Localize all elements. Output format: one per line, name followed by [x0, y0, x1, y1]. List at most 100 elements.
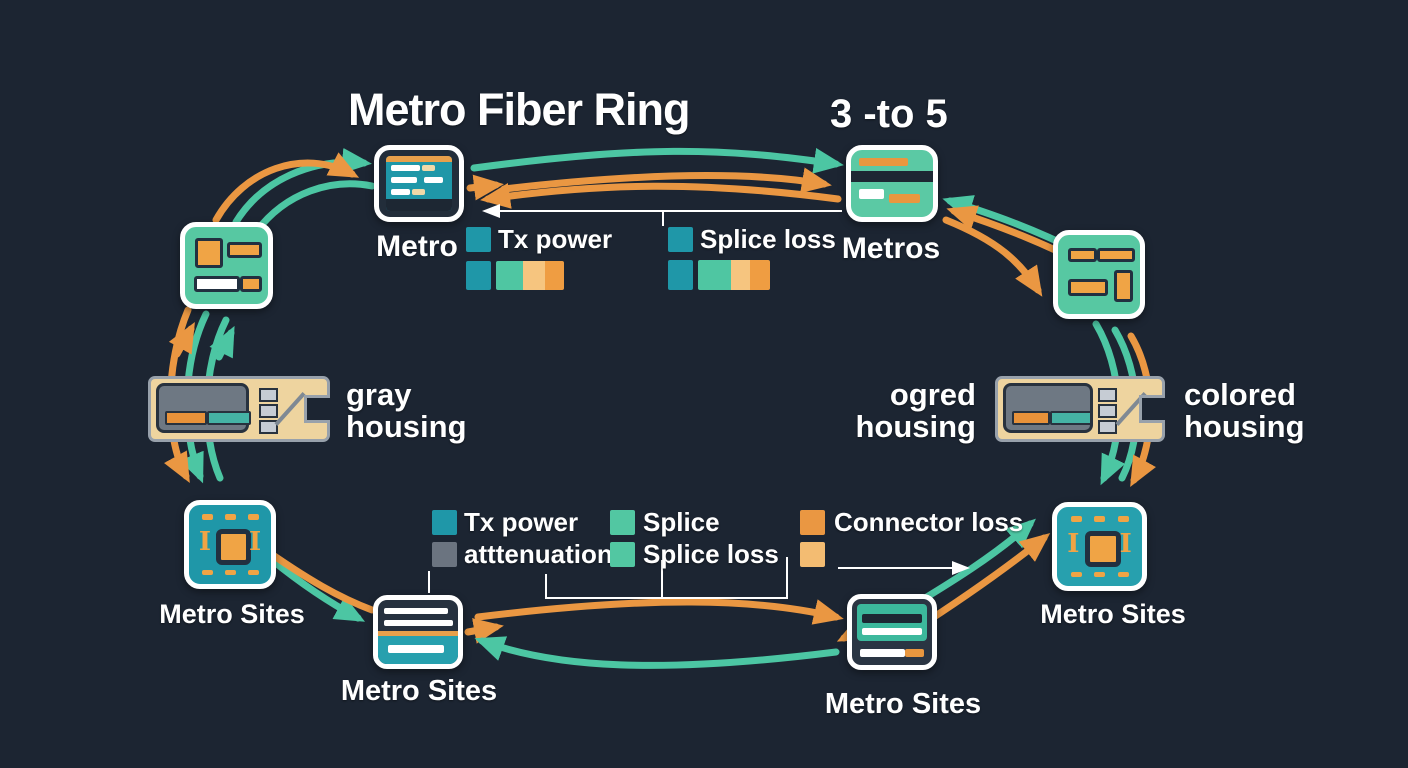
bar: [859, 188, 884, 199]
arrow-topright-orange-down: [942, 216, 1043, 297]
bar: [860, 649, 905, 658]
connector-pin: [259, 404, 278, 418]
bar: [1118, 516, 1130, 522]
legend-swatch-tx-power: [466, 227, 491, 252]
bar: [165, 411, 207, 425]
bar: [1070, 571, 1082, 578]
connector-latch: [274, 392, 306, 426]
bar: [390, 176, 417, 183]
arrow-bottom-orange-stub-left: [464, 618, 504, 644]
connector-body: [1003, 383, 1094, 433]
legend-label-splice: Splice: [643, 507, 720, 537]
arrow-bottomleft-teal: [268, 556, 366, 622]
legend-label-splice-loss-2: Splice loss: [643, 539, 779, 569]
diagram-title: Metro Fiber Ring: [348, 84, 690, 135]
bar: [384, 607, 449, 614]
node-left-lower-label: Metro Sites: [159, 599, 305, 629]
connector-notch: [304, 395, 330, 423]
node-bottom-right[interactable]: [847, 594, 937, 670]
legend-swatch: [668, 260, 693, 290]
legend-swatch-tx-power-2: [432, 510, 457, 535]
bar: [1067, 247, 1097, 263]
legend-label-splice-loss: Splice loss: [700, 224, 836, 254]
node-metro[interactable]: [374, 145, 464, 222]
fiber-connector-left[interactable]: [148, 376, 330, 442]
callout-bottom-bracket: [545, 557, 788, 599]
bar: [411, 189, 425, 195]
bar: [194, 237, 223, 269]
node-bottom-right-label: Metro Sites: [824, 688, 982, 720]
arrow-top-orange-left: [480, 182, 842, 209]
connector-pin: [1098, 420, 1117, 434]
legend-swatch-splice: [610, 510, 635, 535]
bar: [225, 569, 236, 576]
chip-pin-left: I: [1067, 528, 1080, 559]
connector-pin: [1098, 404, 1117, 418]
bar: [1097, 247, 1135, 263]
legend-swatch-splice-loss-2: [610, 542, 635, 567]
legend-gradient-bar: [698, 260, 770, 290]
connector-body: [156, 383, 251, 433]
diagram-subtitle: 3 -to 5: [830, 92, 948, 136]
node-left-upper[interactable]: [180, 222, 273, 309]
arrow-top-orange-stub: [466, 174, 504, 201]
bar: [862, 628, 922, 636]
arrow-top-teal: [470, 147, 844, 174]
label-line: ogred: [889, 377, 976, 412]
bar: [239, 276, 263, 293]
connector-pin: [1098, 388, 1117, 402]
bar: [851, 171, 933, 183]
chip-pin-left: I: [198, 526, 211, 557]
bar: [904, 649, 924, 658]
legend-swatch-connector-loss: [800, 510, 825, 535]
arrow-top-orange-right: [500, 167, 832, 194]
bar: [387, 644, 444, 653]
node-right-lower[interactable]: I I: [1052, 502, 1147, 591]
bar: [421, 164, 435, 171]
connector-pin: [259, 420, 278, 434]
label-line: colored: [1184, 377, 1296, 412]
node-right-lower-label: Metro Sites: [1040, 599, 1186, 629]
label-ogred-housing: ogred housing: [836, 379, 976, 442]
bar: [390, 164, 421, 171]
bar: [424, 176, 443, 183]
bar: [862, 613, 922, 623]
bar: [859, 158, 909, 167]
chip-icon: [216, 529, 251, 565]
legend-label-connector-loss: Connector loss: [834, 507, 1024, 537]
legend-swatch: [466, 261, 491, 290]
bar: [1050, 411, 1092, 425]
bar: [1012, 411, 1050, 425]
node-metros[interactable]: [846, 145, 938, 222]
chip-pin-right: I: [1119, 528, 1132, 559]
legend-swatch-light-orange: [800, 542, 825, 567]
arrow-bottom-orange-right: [474, 598, 844, 625]
bar: [386, 198, 452, 211]
bar: [378, 630, 458, 637]
bar: [202, 514, 213, 520]
bar: [888, 194, 920, 204]
legend-swatch-splice-loss: [668, 227, 693, 252]
bar: [1094, 516, 1106, 522]
bar: [1113, 269, 1133, 302]
legend-label-tx-power: Tx power: [498, 224, 613, 254]
fiber-connector-right[interactable]: [995, 376, 1165, 442]
label-line: housing: [1184, 408, 1305, 444]
chip-icon: [1085, 531, 1121, 567]
bar: [194, 276, 240, 293]
label-line: gray: [346, 377, 412, 412]
bar: [1118, 571, 1130, 578]
node-left-lower[interactable]: I I: [184, 500, 276, 589]
arrow-bottom-teal-left: [474, 636, 840, 669]
bar: [386, 156, 452, 162]
label-line: housing: [855, 408, 976, 444]
node-bottom-left[interactable]: [373, 595, 463, 669]
label-gray-housing: gray housing: [346, 379, 467, 442]
node-metro-label: Metro: [376, 230, 458, 263]
node-right-upper[interactable]: [1053, 230, 1145, 319]
legend-swatch-attenuation: [432, 542, 457, 567]
bar: [1067, 279, 1109, 296]
arrow-topleft-teal2: [252, 180, 376, 236]
bar: [384, 620, 454, 627]
